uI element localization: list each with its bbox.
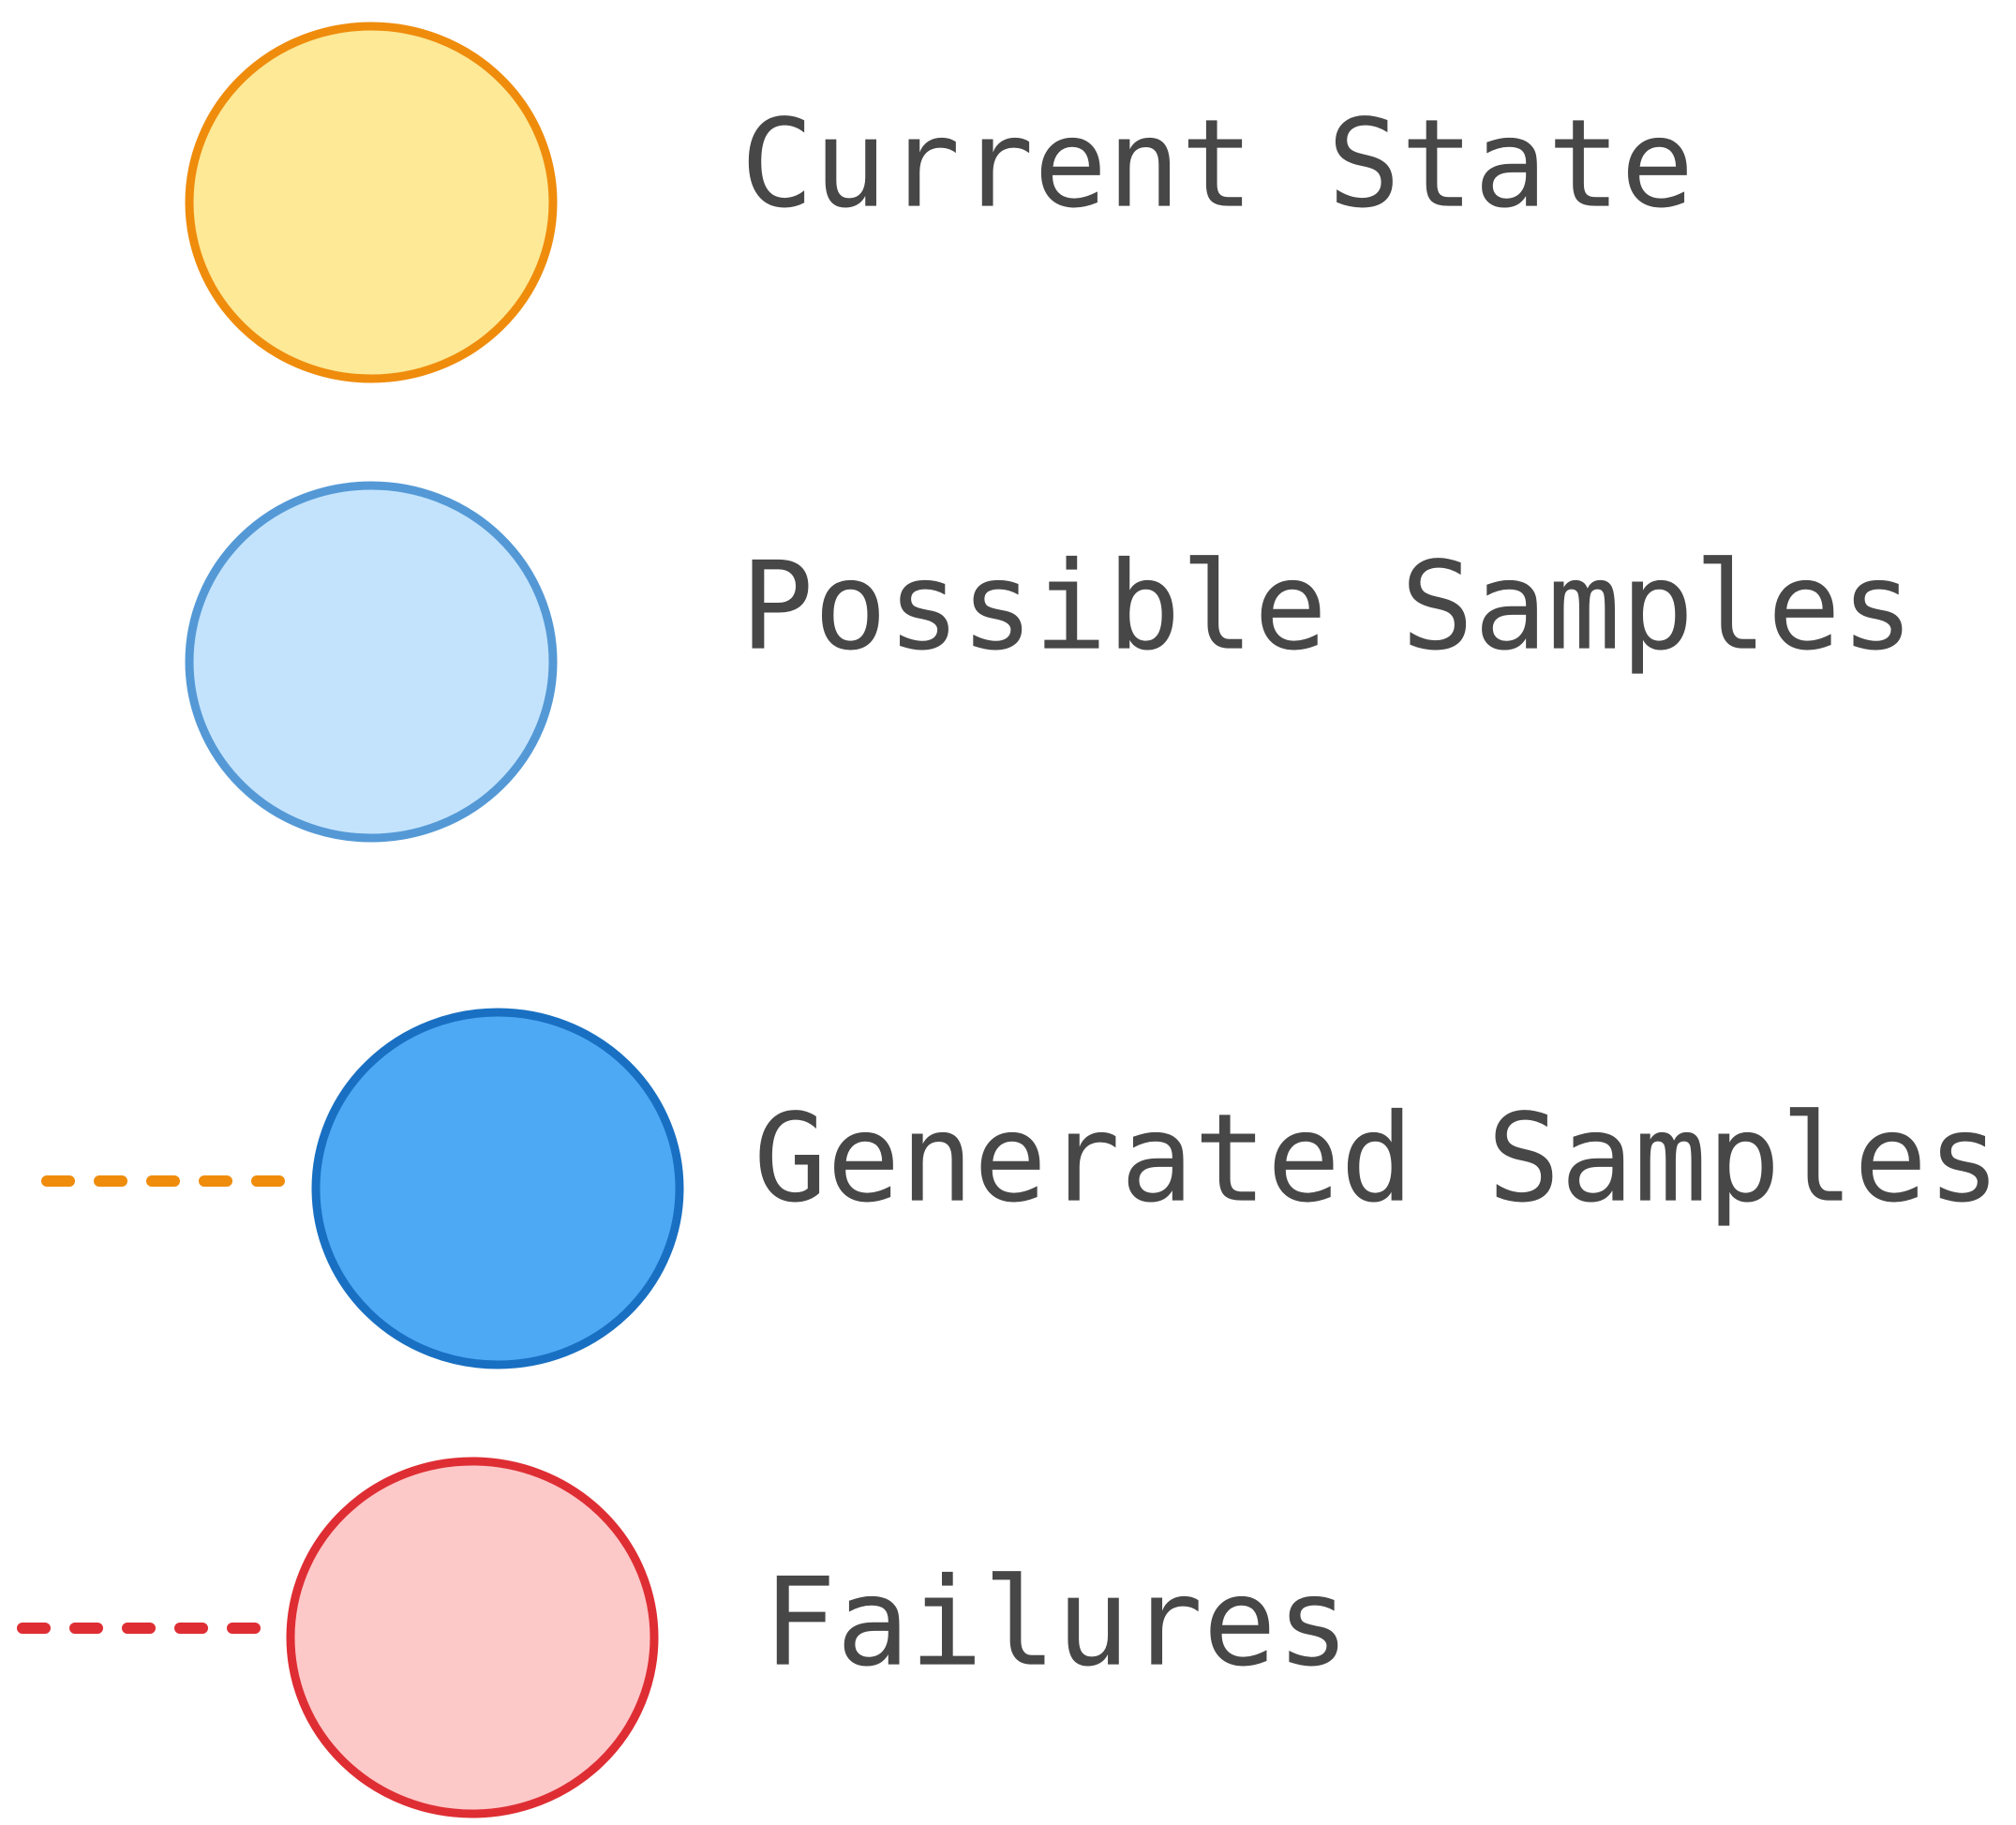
legend-item-possible-samples: Possible Samples <box>185 481 1914 843</box>
possible-samples-circle <box>185 481 558 843</box>
legend-item-generated-samples: Generated Samples <box>41 1008 2001 1369</box>
current-state-label: Current State <box>740 93 1694 235</box>
failures-circle <box>286 1457 659 1818</box>
generated-samples-circle <box>311 1008 684 1369</box>
current-state-circle <box>185 22 558 383</box>
generated-samples-label: Generated Samples <box>754 1087 2001 1230</box>
possible-samples-label: Possible Samples <box>740 535 1914 678</box>
legend-item-failures: Failures <box>17 1457 1350 1818</box>
legend-item-current-state: Current State <box>185 22 1694 383</box>
failures-label: Failures <box>763 1551 1350 1694</box>
